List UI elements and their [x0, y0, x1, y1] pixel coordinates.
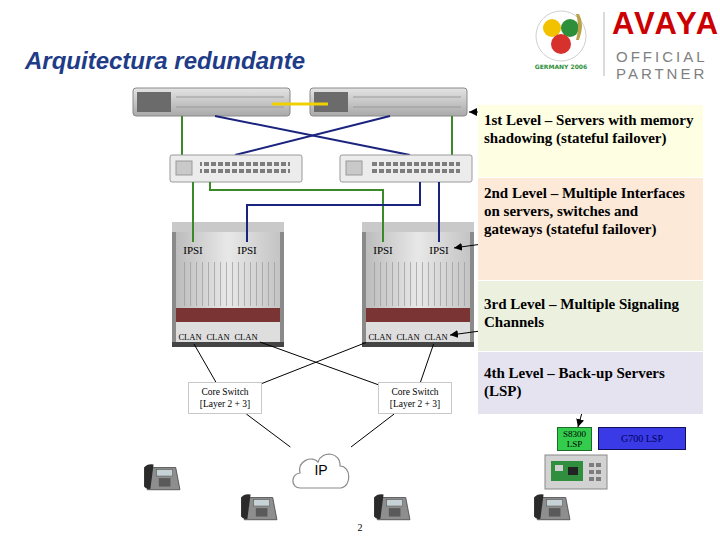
network-wire [247, 182, 420, 242]
node-text: Core Switch [201, 386, 248, 398]
node-text: 4th Level – Back-up Servers (LSP) [484, 364, 699, 400]
connector-line [260, 342, 378, 385]
page-number: 2 [350, 522, 370, 533]
network-wire [210, 182, 383, 242]
gateway-chip [568, 467, 578, 475]
clan-board: CLAN [232, 330, 260, 344]
ip-phone [144, 464, 180, 490]
ipsi-board: IPSI [232, 242, 262, 258]
clan-board: CLAN [366, 330, 394, 344]
emblem-face [551, 34, 571, 54]
ethernet-switch [340, 155, 472, 182]
node-text: IP [314, 462, 327, 478]
ipsi-board: IPSI [424, 242, 454, 258]
node-text: CLAN [424, 332, 447, 342]
core-switch-box: Core Switch[Layer 2 + 3] [188, 382, 262, 414]
connector-line [421, 344, 434, 382]
level-band: 3rd Level – Multiple Signaling Channels [478, 281, 703, 351]
emblem-text: GERMANY 2006 [531, 63, 591, 70]
connector-line [351, 414, 394, 447]
connector-line [578, 414, 582, 427]
node-text: [Layer 2 + 3] [390, 398, 440, 410]
server-vent [353, 107, 461, 108]
connector-line [262, 343, 366, 384]
clan-board: CLAN [204, 330, 232, 344]
connector-line [194, 344, 216, 382]
lsp-gateway-box: G700 LSP [598, 427, 686, 450]
network-wire [215, 116, 410, 155]
ipsi-board: IPSI [368, 242, 398, 258]
switch-ports [370, 160, 460, 176]
node-text: 3rd Level – Multiple Signaling Channels [484, 295, 699, 331]
server-bezel [137, 92, 171, 112]
lsp-server-box: S8300 LSP [557, 427, 592, 451]
gateway-chip [555, 465, 563, 471]
level-band: 1st Level – Servers with memory shadowin… [478, 105, 703, 177]
cloud-shape [293, 454, 349, 488]
leader-arrow [469, 112, 478, 113]
clan-board: CLAN [176, 330, 204, 344]
node-text: Core Switch [391, 386, 438, 398]
ip-phone [534, 494, 570, 520]
node-text: CLAN [178, 332, 201, 342]
duplication-link [272, 103, 328, 106]
node-text: S8300 LSP [558, 429, 591, 449]
server-vent [176, 97, 284, 98]
switch-ports [200, 160, 290, 176]
server-bezel [314, 92, 348, 112]
node-text: CLAN [234, 332, 257, 342]
network-wire [438, 182, 440, 242]
node-text: [Layer 2 + 3] [200, 398, 250, 410]
server [310, 88, 467, 116]
node-text: CLAN [206, 332, 229, 342]
clan-board: CLAN [422, 330, 450, 344]
node-text: IPSI [373, 244, 393, 256]
clan-board: CLAN [394, 330, 422, 344]
node-text: IPSI [429, 244, 449, 256]
emblem-face [561, 19, 579, 37]
gateway-cabinet [172, 222, 284, 347]
ethernet-switch [170, 155, 302, 182]
server [133, 88, 290, 116]
slide-title: Arquitectura redundante [25, 47, 305, 75]
network-wire [181, 116, 183, 155]
ip-cloud: IP [290, 447, 352, 493]
server-vent [176, 107, 284, 108]
node-text: IPSI [237, 244, 257, 256]
level-band: 4th Level – Back-up Servers (LSP) [478, 352, 703, 414]
node-text: 1st Level – Servers with memory shadowin… [484, 111, 699, 147]
emblem-trophy [576, 14, 582, 40]
ipsi-board: IPSI [178, 242, 208, 258]
ip-phone [241, 494, 277, 520]
node-text: IPSI [183, 244, 203, 256]
node-text: CLAN [396, 332, 419, 342]
gateway-ports [587, 461, 602, 483]
emblem-face [543, 19, 561, 37]
brand-tagline: OFFICIAL PARTNER [616, 48, 716, 82]
level-band: 2nd Level – Multiple Interfaces on serve… [478, 178, 703, 280]
connector-line [450, 331, 478, 335]
logo-divider [604, 12, 605, 76]
branch-gateway [545, 455, 607, 489]
connector-line [454, 245, 478, 248]
gateway-board [551, 461, 583, 481]
switch-panel [346, 161, 362, 175]
network-wire [451, 116, 453, 155]
node-text: 2nd Level – Multiple Interfaces on serve… [484, 184, 699, 238]
core-switch-box: Core Switch[Layer 2 + 3] [378, 382, 452, 414]
connector-line [246, 414, 290, 447]
switch-panel [176, 161, 192, 175]
node-text: G700 LSP [621, 433, 663, 444]
emblem-ring [536, 11, 586, 61]
gateway-cabinet [362, 222, 474, 347]
network-wire [192, 182, 194, 242]
server-vent [353, 97, 461, 98]
node-text: CLAN [368, 332, 391, 342]
ip-phone [374, 494, 410, 520]
network-wire [235, 116, 390, 155]
brand-name: AVAYA [612, 6, 716, 42]
